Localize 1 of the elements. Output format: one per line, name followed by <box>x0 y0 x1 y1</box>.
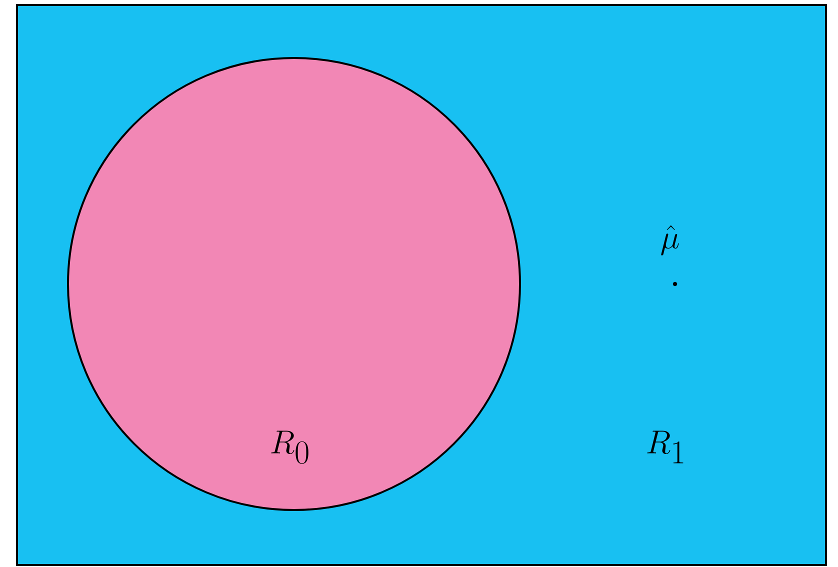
point-label: $\hat{\mu}$ <box>661 225 679 256</box>
